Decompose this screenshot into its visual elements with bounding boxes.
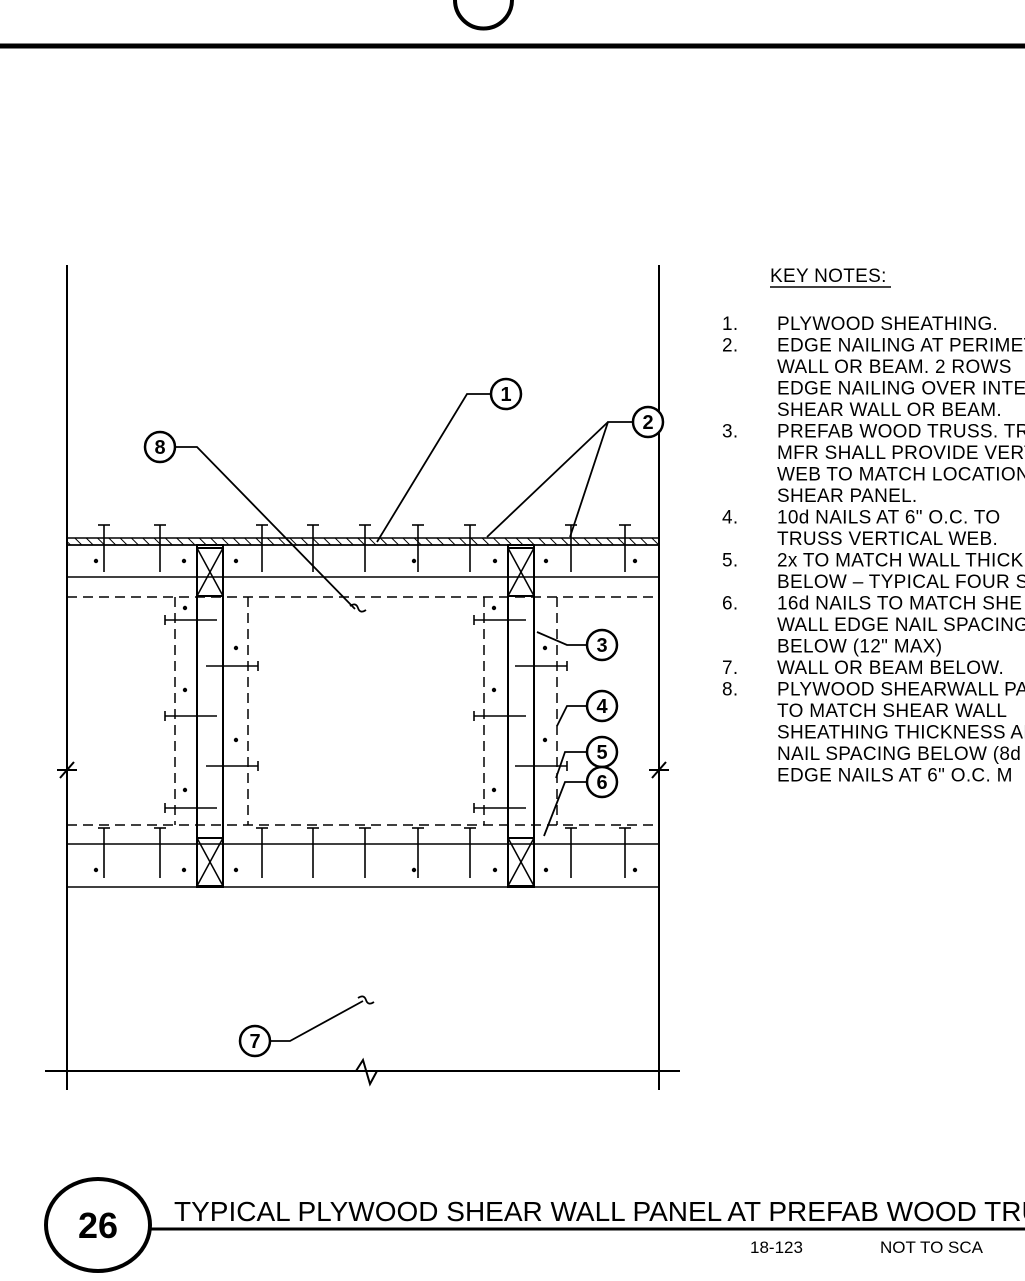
key-note-number: 1. xyxy=(722,314,738,335)
detail-scale: NOT TO SCA xyxy=(880,1238,984,1257)
nail-dot xyxy=(93,558,99,564)
key-note-number: 2. xyxy=(722,336,738,357)
callout-7: 7 xyxy=(249,1031,260,1053)
key-note-line: BELOW – TYPICAL FOUR S xyxy=(777,572,1025,593)
callout-6: 6 xyxy=(596,772,607,794)
nail-dot xyxy=(491,787,497,793)
key-note-line: WALL OR BEAM. 2 ROWS xyxy=(777,357,1012,378)
callout-2: 2 xyxy=(642,412,653,434)
nail-dot xyxy=(181,867,187,873)
nail-dot xyxy=(491,605,497,611)
key-notes-list: 1. PLYWOOD SHEATHING. 2. EDGE NAILING AT PE… xyxy=(722,314,1025,787)
nail-dot xyxy=(182,687,188,693)
nails xyxy=(93,524,638,878)
callout-1: 1 xyxy=(500,384,511,406)
key-note-line: 10d NAILS AT 6" O.C. TO xyxy=(777,508,1000,529)
nail-dot xyxy=(632,867,638,873)
key-note-line: PREFAB WOOD TRUSS. TRU xyxy=(777,422,1025,443)
detail-reference: 18-123 xyxy=(750,1238,803,1257)
key-note-number: 8. xyxy=(722,680,738,701)
key-note-line: BELOW (12" MAX) xyxy=(777,637,942,658)
key-note-line: SHEATHING THICKNESS AN xyxy=(777,723,1025,744)
key-note-line: PLYWOOD SHEARWALL PAN xyxy=(777,680,1025,701)
break-symbol-left xyxy=(57,761,77,779)
callout-8: 8 xyxy=(154,437,165,459)
key-notes: KEY NOTES: 1. PLYWOOD SHEATHING. 2. EDGE NA… xyxy=(722,266,1025,787)
break-symbol-right xyxy=(649,761,669,779)
nail-dot xyxy=(181,558,187,564)
title-block: 26 TYPICAL PLYWOOD SHEAR WALL PANEL AT P… xyxy=(44,1177,1025,1273)
nail-dot xyxy=(632,558,638,564)
key-note-line: SHEAR PANEL. xyxy=(777,486,918,507)
detail-number: 26 xyxy=(78,1205,118,1246)
nail-dot xyxy=(491,687,497,693)
key-note-number: 5. xyxy=(722,551,738,572)
nail-dot xyxy=(233,737,239,743)
key-note-number: 6. xyxy=(722,594,738,615)
key-note-line: WALL OR BEAM BELOW. xyxy=(777,658,1004,679)
key-note-number: 3. xyxy=(722,422,738,443)
key-note-line: WALL EDGE NAIL SPACING xyxy=(777,615,1025,636)
nail-dot xyxy=(233,558,239,564)
nail-dot xyxy=(411,867,417,873)
key-note-number: 7. xyxy=(722,658,738,679)
nail-dot xyxy=(93,867,99,873)
nail-dot xyxy=(182,605,188,611)
key-note-line: 16d NAILS TO MATCH SHE xyxy=(777,594,1022,615)
nail-dot xyxy=(543,558,549,564)
nail-dot xyxy=(542,645,548,651)
nail-dot xyxy=(492,867,498,873)
key-note-line: NAIL SPACING BELOW (8d xyxy=(777,744,1021,765)
key-note-number: 4. xyxy=(722,508,738,529)
nail-dot xyxy=(233,867,239,873)
callout-3: 3 xyxy=(596,635,607,657)
break-symbol-bottom xyxy=(355,1057,378,1087)
leader-lines xyxy=(175,393,633,1042)
nail-dot xyxy=(543,867,549,873)
key-note-line: EDGE NAILING AT PERIMET xyxy=(777,336,1025,357)
key-note-line: TRUSS VERTICAL WEB. xyxy=(777,529,998,550)
diagram: 8 1 2 3 4 5 6 7 xyxy=(45,265,680,1090)
key-note-line: 2x TO MATCH WALL THICK xyxy=(777,551,1024,572)
key-note-line: SHEAR WALL OR BEAM. xyxy=(777,400,1002,421)
detail-number-circle xyxy=(44,1177,152,1273)
detail-title: TYPICAL PLYWOOD SHEAR WALL PANEL AT PREF… xyxy=(174,1196,1025,1227)
key-note-line: EDGE NAILING OVER INTER xyxy=(777,379,1025,400)
key-note-line: EDGE NAILS AT 6" O.C. M xyxy=(777,766,1013,787)
key-notes-heading: KEY NOTES: xyxy=(770,266,887,287)
key-note-line: TO MATCH SHEAR WALL xyxy=(777,701,1007,722)
callout-circles: 8 1 2 3 4 5 6 7 xyxy=(143,377,665,1058)
nail-dot xyxy=(182,787,188,793)
previous-detail-circle-fragment xyxy=(453,0,514,31)
callout-4: 4 xyxy=(596,696,608,718)
nail-dot xyxy=(233,645,239,651)
nail-dot xyxy=(542,737,548,743)
nail-dot xyxy=(492,558,498,564)
truss-vertical-web-right xyxy=(483,544,558,888)
callout-5: 5 xyxy=(596,742,607,764)
nail-dot xyxy=(411,558,417,564)
key-note-line: WEB TO MATCH LOCATION xyxy=(777,465,1025,486)
key-note-line: PLYWOOD SHEATHING. xyxy=(777,314,998,335)
key-note-line: MFR SHALL PROVIDE VERT xyxy=(777,443,1025,464)
